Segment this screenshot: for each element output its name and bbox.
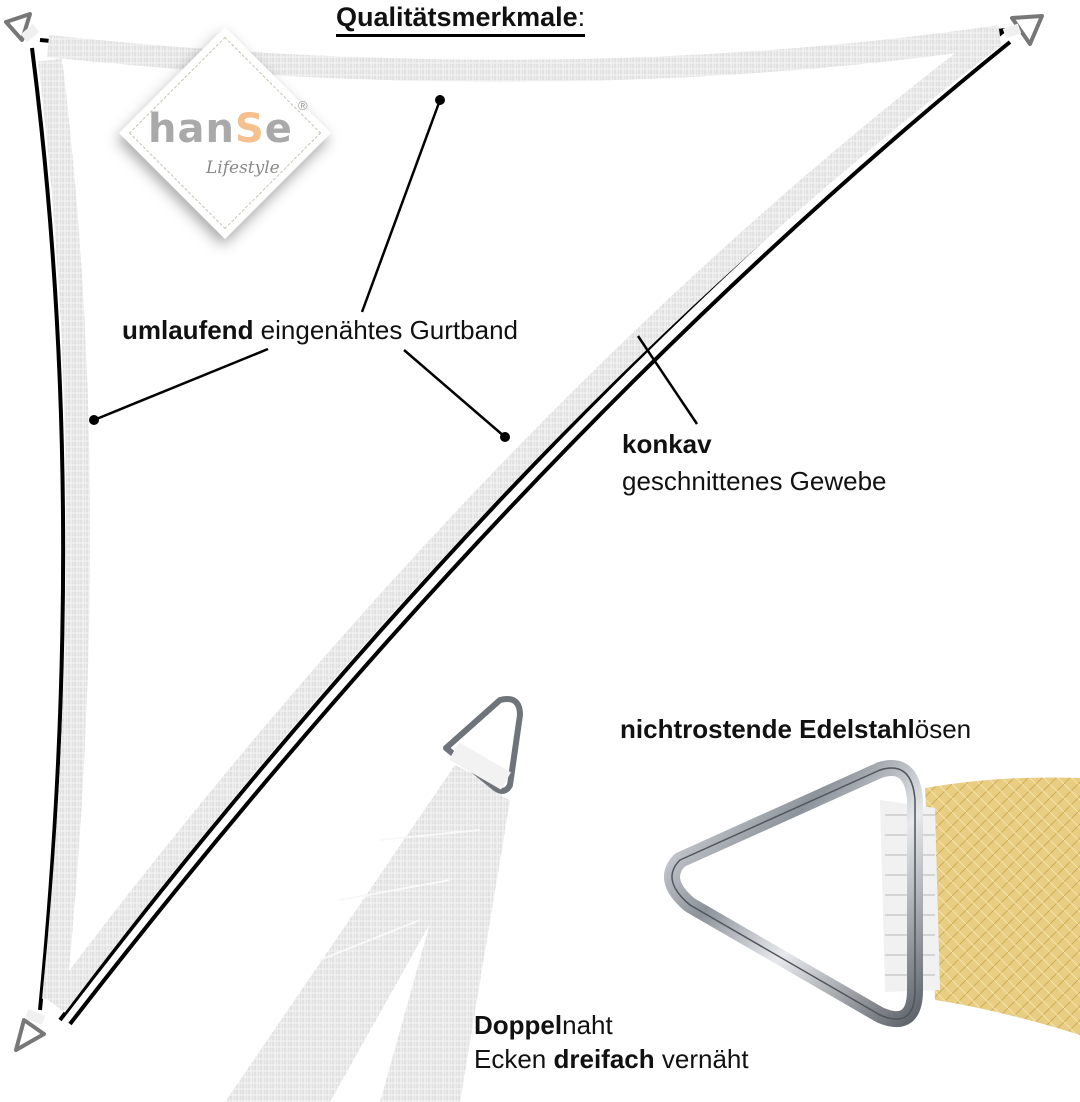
feature-webbing-rest: eingenähtes Gurtband: [253, 315, 518, 345]
stainless-ring-closeup: [664, 760, 1080, 1035]
logo-brand-post: e: [264, 106, 293, 152]
feature-rings-rest: ösen: [914, 714, 972, 744]
logo-brand: hanSe: [148, 106, 293, 152]
feature-webbing-label: umlaufend eingenähtes Gurtband: [122, 317, 518, 343]
feature-seam-pre2: Ecken: [474, 1044, 554, 1074]
page-title: Qualitätsmerkmale:: [336, 2, 586, 37]
title-colon: :: [577, 2, 586, 32]
feature-seam-line1: Doppelnaht: [474, 1012, 613, 1038]
feature-concave-bold: konkav: [622, 429, 712, 459]
logo-tagline: Lifestyle: [206, 158, 280, 178]
callout-lines: [89, 95, 699, 442]
hanse-lifestyle-logo: hanSe ® Lifestyle: [118, 26, 332, 240]
feature-webbing-bold: umlaufend: [122, 315, 254, 345]
feature-seam-bold1: Doppel: [474, 1010, 563, 1040]
corner-ring-top-left-icon: [4, 12, 40, 42]
registered-mark: ®: [298, 98, 308, 113]
feature-concave-rest: geschnittenes Gewebe: [622, 466, 887, 496]
feature-seam-rest1: naht: [562, 1010, 613, 1040]
title-text: Qualitätsmerkmale: [336, 2, 578, 32]
logo-brand-accent: S: [234, 106, 265, 152]
corner-ring-top-right-icon: [1002, 14, 1044, 46]
corner-ring-bottom-left-icon: [14, 1009, 46, 1052]
feature-rings-bold: nichtrostende Edelstahl: [620, 714, 915, 744]
feature-seam-line2: Ecken dreifach vernäht: [474, 1046, 749, 1072]
feature-seam-bold2: dreifach: [553, 1044, 655, 1074]
feature-seam-rest2: vernäht: [654, 1044, 749, 1074]
double-seam-closeup: [225, 696, 523, 1102]
logo-brand-pre: han: [148, 106, 235, 152]
feature-rings-label: nichtrostende Edelstahlösen: [620, 716, 971, 742]
